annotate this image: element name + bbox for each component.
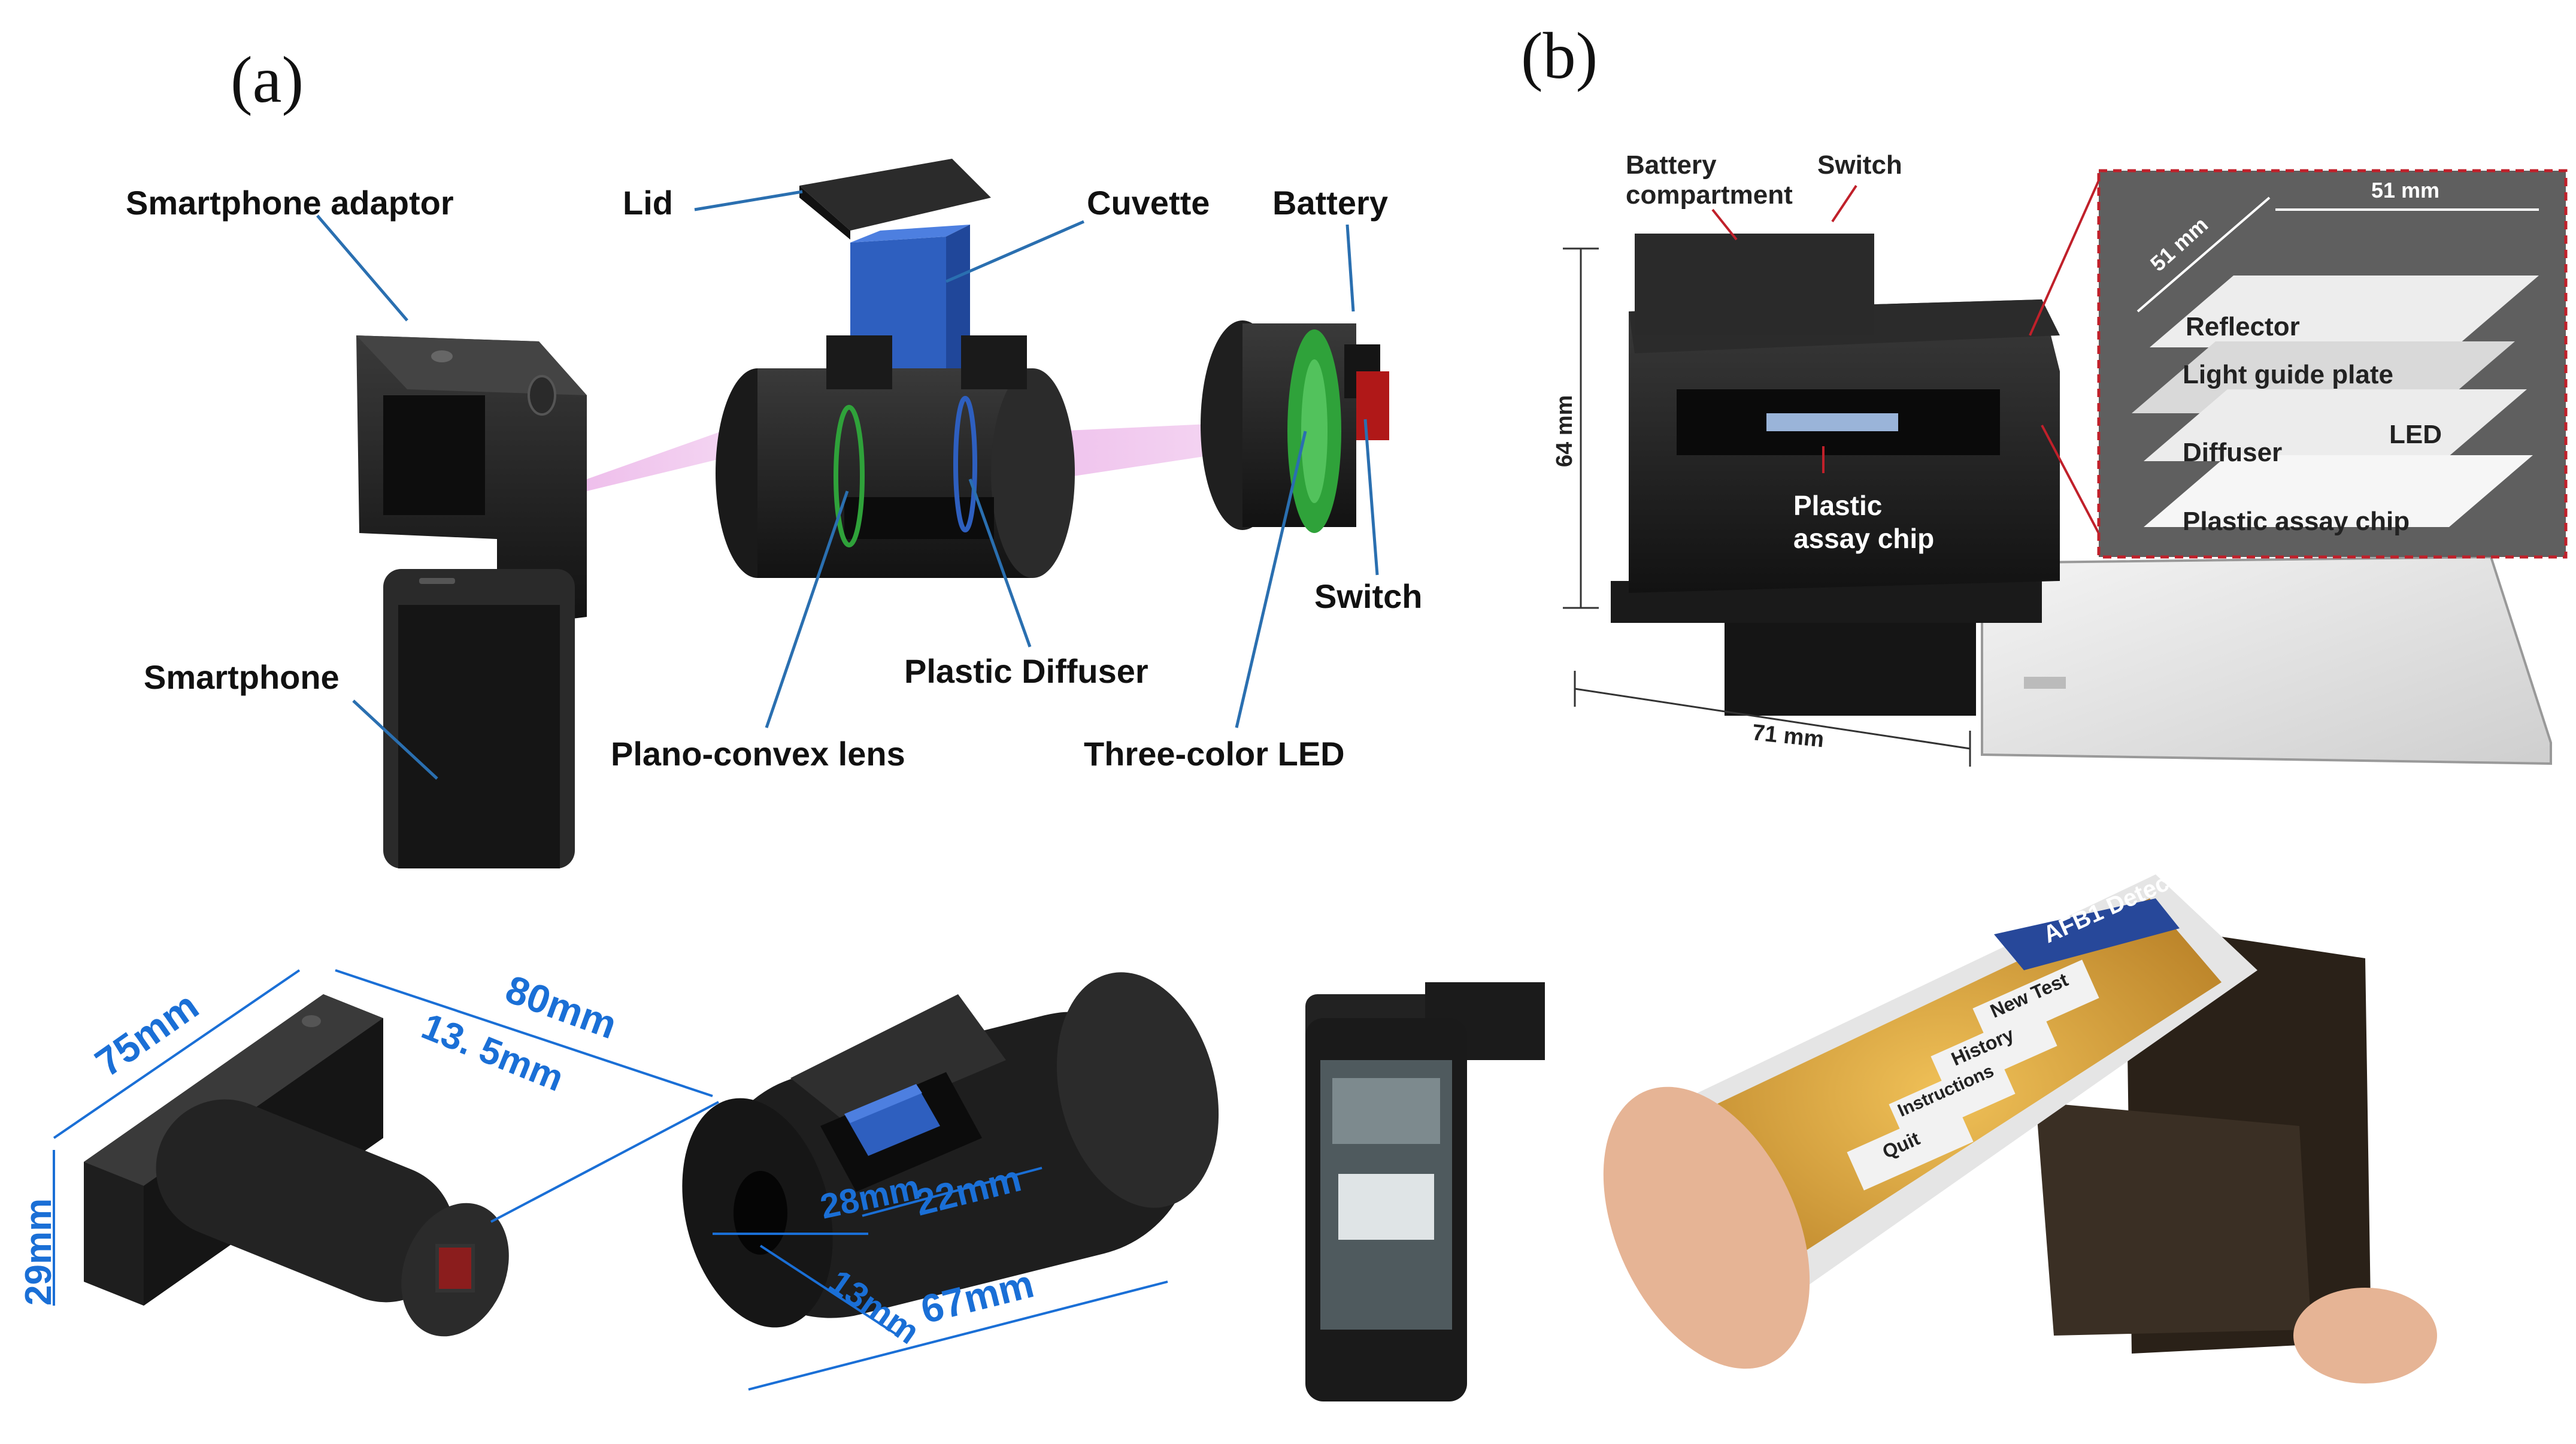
battery-housing-model	[1201, 320, 1389, 533]
dimension-lines-2	[713, 1167, 1168, 1391]
label-three-color-led: Three-color LED	[1084, 735, 1345, 773]
inset-light-guide: Light guide plate	[2183, 360, 2393, 389]
inset-reflector: Reflector	[2186, 312, 2300, 341]
label-plastic-2: assay chip	[1793, 523, 1934, 554]
app-menu	[1847, 959, 2099, 1191]
reader-device-photo	[1611, 234, 2552, 765]
label-switch-b: Switch	[1817, 150, 1902, 180]
optical-housing-model	[716, 335, 1075, 578]
panel-a-label: (a)	[231, 43, 304, 116]
smartphone-model	[383, 569, 575, 868]
adaptor-dimension-model	[84, 994, 509, 1337]
label-plastic-diffuser: Plastic Diffuser	[904, 652, 1148, 690]
label-battery-compartment-1: Battery	[1626, 150, 1717, 180]
cuvette-holder-dimension-model	[682, 972, 1219, 1328]
dimension-lines-b	[1563, 247, 1971, 767]
label-lid: Lid	[623, 184, 673, 222]
inset-led: LED	[2389, 420, 2442, 449]
label-battery-compartment-2: compartment	[1626, 180, 1793, 210]
label-battery: Battery	[1272, 184, 1388, 222]
dim-75mm: 75mm	[87, 983, 207, 1085]
label-64mm: 64 mm	[1552, 395, 1577, 467]
smartphone-adaptor-model	[356, 335, 587, 623]
lid-model	[799, 159, 991, 240]
phone-with-adaptor-model	[1305, 982, 1545, 1401]
light-guide-inset	[2097, 169, 2568, 559]
red-arrows-b	[1711, 173, 2103, 540]
inset-dim-top: 51 mm	[2371, 178, 2439, 202]
dimension-lines-1	[53, 969, 719, 1306]
label-plastic-1: Plastic	[1793, 490, 1882, 521]
inset-diffuser: Diffuser	[2183, 438, 2282, 467]
panel-b-label: (b)	[1521, 19, 1598, 92]
label-plano-convex-lens: Plano-convex lens	[611, 735, 905, 773]
leader-lines-a	[316, 190, 1379, 780]
label-smartphone-adaptor: Smartphone adaptor	[126, 184, 454, 222]
dim-80mm: 80mm	[500, 967, 623, 1048]
inset-plastic-assay-chip: Plastic assay chip	[2183, 507, 2410, 536]
label-switch-a: Switch	[1314, 577, 1422, 615]
label-cuvette: Cuvette	[1087, 184, 1210, 222]
label-smartphone: Smartphone	[144, 658, 340, 696]
dim-29mm: 29mm	[18, 1198, 59, 1306]
